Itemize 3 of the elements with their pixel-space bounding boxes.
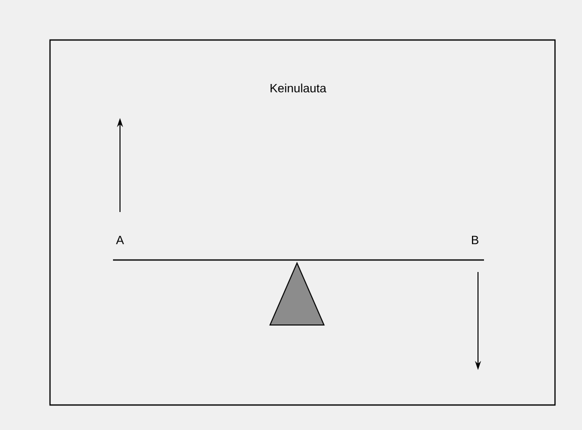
title: Keinulauta [270, 84, 326, 92]
point-label: A [116, 236, 124, 244]
point-label: B [472, 236, 478, 244]
